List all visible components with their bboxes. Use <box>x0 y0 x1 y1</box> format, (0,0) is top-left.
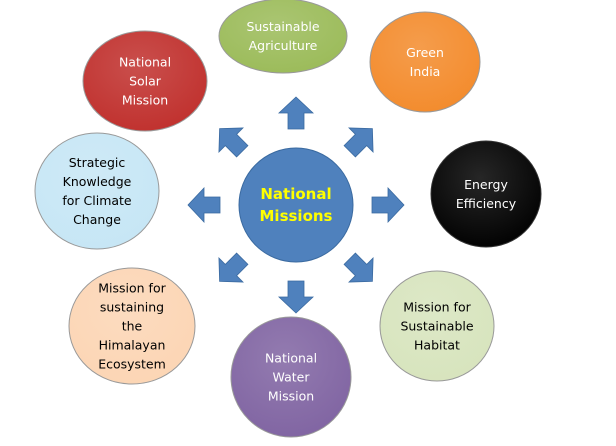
mission-label-line: Mission for <box>98 281 166 296</box>
arrow-icon <box>187 186 221 224</box>
mission-label-line: Strategic <box>69 155 126 170</box>
mission-label-line: Himalayan <box>99 338 166 353</box>
mission-label-line: Change <box>73 212 121 227</box>
arrow-icon <box>343 127 374 158</box>
arrow-icon <box>218 252 249 283</box>
mission-circle <box>379 270 495 382</box>
mission-label-line: Water <box>273 370 311 385</box>
mission-label-line: Knowledge <box>63 174 132 189</box>
mission-circle <box>218 0 348 74</box>
mission-label-line: Agriculture <box>249 38 318 53</box>
mission-label-line: the <box>122 319 143 334</box>
mission-circle <box>68 267 196 385</box>
mission-circle <box>82 30 208 132</box>
mission-label-line: Habitat <box>414 338 460 353</box>
mission-label-line: Solar <box>129 74 162 89</box>
arrow-icon <box>277 280 315 314</box>
mission-himalayan-ecosystem: Mission for sustaining theHimalayanEcosyst… <box>68 267 196 385</box>
mission-label-line: for Climate <box>62 193 132 208</box>
mission-label-line: India <box>410 64 441 79</box>
mission-label-line: National <box>265 351 317 366</box>
mission-label-line: Mission for <box>403 300 471 315</box>
arrow-icon <box>218 127 249 158</box>
mission-label-line: Energy <box>464 177 508 192</box>
arrow-icon <box>371 186 405 224</box>
mission-label-line: Mission <box>122 93 168 108</box>
arrow-icon <box>343 252 374 283</box>
mission-label-line: sustaining <box>100 300 164 315</box>
center-label-line: Missions <box>260 207 333 225</box>
mission-label-line: Mission <box>268 389 314 404</box>
arrow-icon <box>277 96 315 130</box>
mission-circle <box>430 140 542 248</box>
mission-label-line: National <box>119 55 171 70</box>
mission-circle <box>369 11 481 113</box>
mission-circle <box>34 132 160 250</box>
mission-circle <box>230 316 352 438</box>
mission-label-line: Green <box>406 45 444 60</box>
mission-label-line: Ecosystem <box>98 357 166 372</box>
center-label-line: National <box>260 185 331 203</box>
mission-label-line: Efficiency <box>456 196 517 211</box>
mission-label-line: Sustainable <box>400 319 473 334</box>
mission-label-line: Sustainable <box>246 19 319 34</box>
